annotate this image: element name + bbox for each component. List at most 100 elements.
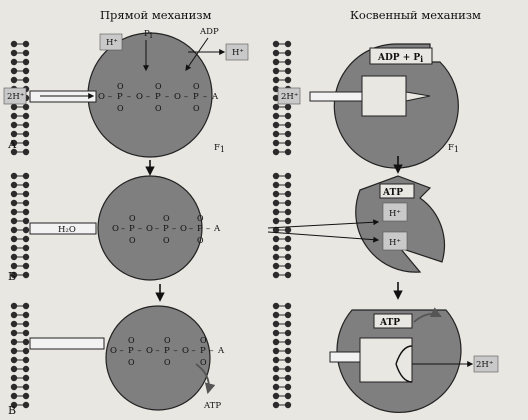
chain-atom-o: O [182, 346, 189, 356]
membrane-right-b [272, 172, 292, 279]
membrane-right-c [272, 302, 292, 409]
indirect-panel-a: ADP + Pi 2H⁺ F1 [277, 43, 459, 169]
chain-bond: – [146, 92, 150, 102]
chain-sub-minus: O [117, 104, 124, 113]
chain-bond: – [121, 224, 125, 234]
proton-arrow-b1 [267, 219, 380, 229]
chain-sub-minus: O [164, 358, 171, 367]
chain-sub-minus: O [193, 104, 200, 113]
membrane-left-c [10, 302, 30, 409]
label-2h-out-c: 2H⁺ [476, 360, 493, 370]
chain-atom-p: P [197, 224, 203, 234]
label-adp-a: ADP [199, 27, 219, 37]
indirect-sphere-b [355, 175, 446, 273]
label-atp-b: ATP [382, 188, 403, 198]
label-h1-b: H⁺ [389, 209, 401, 219]
chain-sub-minus: O [197, 236, 204, 245]
chain-bond: – [155, 224, 159, 234]
indirect-panel-b: ATP H⁺ H⁺ [267, 175, 446, 273]
chain-atom-p: P [129, 224, 135, 234]
chain-atom-o: O [146, 224, 153, 234]
label-pi-a: Pi [144, 29, 153, 40]
chain-bond: – [191, 346, 195, 356]
direct-panel-b: H₂O O–P–OOO–P–OOO–P–OOA Б [8, 175, 221, 283]
label-water-b: H₂O [58, 225, 76, 235]
membranes [10, 40, 292, 409]
chain-sub-o: O [117, 82, 124, 91]
f1-label-a: F1 [214, 143, 225, 154]
chain-bond: – [137, 346, 141, 356]
f1-sphere-b [97, 175, 203, 281]
ion-box-2h-out-c [473, 355, 499, 373]
panel-label-c: В [8, 404, 16, 417]
panel-label-b: Б [8, 270, 16, 283]
label-adp-pi-a: ADP + Pi [377, 53, 423, 64]
chain-sub-minus: O [129, 236, 136, 245]
adp-pi-slot-a [369, 47, 433, 65]
chain-sub-minus: O [155, 104, 162, 113]
label-h-top-a: H⁺ [106, 38, 118, 48]
panel-label-a: А [8, 138, 17, 151]
chain-bond: – [206, 224, 210, 234]
chain-bond: – [127, 92, 131, 102]
chain-bond: – [165, 92, 169, 102]
atp-release-arrow-c [413, 307, 442, 323]
cavity-wedge-a [405, 91, 431, 102]
chain-atom-p: P [163, 224, 169, 234]
label-h2-b: H⁺ [389, 238, 401, 248]
proton-arrow-b2 [267, 231, 380, 243]
chain-atom-a: A [217, 346, 225, 356]
f1-label-ind-a: F1 [448, 143, 459, 154]
atp-slot-c [373, 313, 413, 329]
chain-atom-a: A [213, 224, 221, 234]
ion-box-2h-ind-a [277, 87, 301, 105]
chain-atom-o: O [174, 92, 181, 102]
chain-sub-o: O [163, 214, 170, 223]
chain-bond: – [189, 224, 193, 234]
chain-bond: – [173, 346, 177, 356]
channel-ind-c [329, 351, 361, 363]
indirect-panel-c: ATP 2H⁺ [329, 307, 499, 414]
ion-box-h-out-a [225, 43, 249, 61]
label-2h-ind-a: 2H⁺ [281, 92, 298, 102]
chain-sub-minus: O [200, 358, 207, 367]
chain-sub-o: O [155, 82, 162, 91]
flow-curve-c2 [395, 363, 413, 383]
chain-atom-p: P [164, 346, 170, 356]
header-direct: Прямой механизм [100, 8, 212, 22]
phosphate-chain-c: O–P–OOO–P–OOO–P–OOA [110, 336, 225, 367]
flow-curve-c1 [395, 345, 413, 365]
atp-slot-b [379, 183, 415, 199]
phosphate-chain-b: O–P–OOO–P–OOO–P–OOA [112, 214, 221, 245]
ion-box-h1-b [382, 202, 408, 222]
chain-atom-p: P [155, 92, 161, 102]
chain-bond: – [172, 224, 176, 234]
chain-bond: – [155, 346, 159, 356]
direct-panel-a: 2H⁺ H⁺ Pi ADP H⁺ O–P–OOO–P–OOO–P–OOA А F… [3, 27, 249, 158]
chain-atom-o: O [112, 224, 119, 234]
chain-atom-p: P [128, 346, 134, 356]
label-atp-c: ATP [379, 318, 400, 328]
adp-arrow-a [185, 37, 209, 71]
f1-sphere-c [105, 305, 211, 411]
chain-sub-minus: O [128, 358, 135, 367]
inner-cavity-c [359, 337, 413, 383]
header-indirect: Косвенный механизм [350, 8, 481, 22]
chain-sub-o: O [200, 336, 207, 345]
label-2h-a: 2H⁺ [7, 92, 24, 102]
ion-box-2h-a [3, 87, 27, 105]
chain-bond: – [108, 92, 112, 102]
chain-bond: – [184, 92, 188, 102]
chain-sub-o: O [128, 336, 135, 345]
chain-bond: – [119, 346, 123, 356]
chain-bond: – [209, 346, 213, 356]
chain-sub-o: O [164, 336, 171, 345]
membrane-left-a [10, 40, 30, 156]
membrane-left-b [10, 172, 30, 279]
chain-atom-o: O [110, 346, 117, 356]
phosphate-chain-a: O–P–OOO–P–OOO–P–OOA [98, 82, 219, 113]
chain-sub-o: O [197, 214, 204, 223]
atp-release-arrow [195, 363, 216, 395]
